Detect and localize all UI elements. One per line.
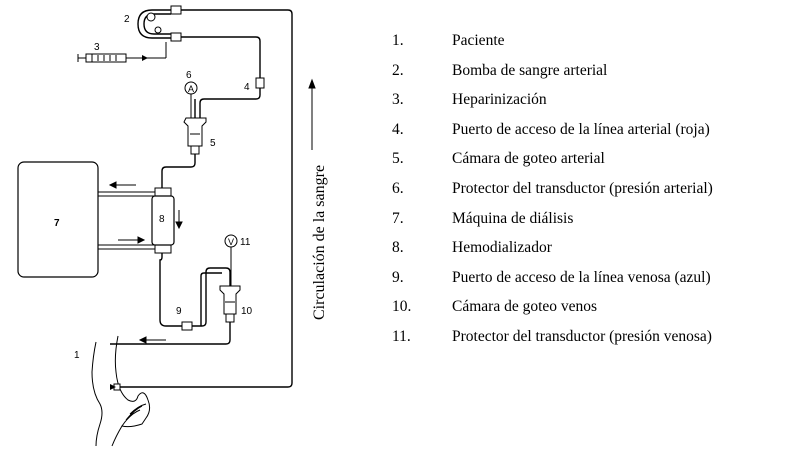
legend-label: Máquina de diálisis (452, 209, 574, 227)
legend-number: 3. (392, 91, 404, 109)
heparin-syringe (77, 42, 167, 63)
pump-outlet-connector (170, 5, 182, 15)
legend-number: 8. (392, 239, 404, 257)
legend-label: Hemodializador (452, 239, 552, 257)
venous-line (159, 253, 182, 327)
legend-label: Paciente (452, 32, 505, 49)
callout-9: 9 (176, 306, 182, 317)
legend-number: 1. (392, 32, 404, 49)
callout-2: 2 (124, 14, 130, 25)
legend-label: Protector del transductor (presión arter… (452, 179, 713, 197)
legend-label: Protector del transductor (presión venos… (452, 327, 712, 345)
arterial-symbol: A (188, 84, 194, 94)
legend-item: 3. Heparinización (392, 85, 713, 115)
legend-item: 2. Bomba de sangre arterial (392, 56, 713, 86)
callout-3: 3 (94, 42, 100, 53)
legend-item: 6. Protector del transductor (presión art… (392, 174, 713, 204)
legend-item: 9. Puerto de acceso de la línea venosa (a… (392, 263, 713, 293)
return-line (116, 9, 293, 388)
arterial-transducer-protector: A (184, 81, 198, 118)
legend-item: 1. Paciente (392, 26, 713, 56)
venous-transducer-protector: V (224, 234, 238, 286)
arrow-blood-down (175, 210, 183, 230)
legend-number: 11. (392, 327, 411, 345)
circulation-arrow (308, 78, 316, 150)
legend-number: 9. (392, 268, 404, 286)
legend-number: 4. (392, 120, 404, 138)
legend-item: 10. Cámara de goteo venos (392, 292, 713, 322)
venous-port (181, 321, 193, 331)
legend-number: 5. (392, 150, 404, 168)
arterial-pump (137, 9, 171, 39)
legend-list: 1. Paciente 2. Bomba de sangre arterial 3.… (392, 26, 713, 352)
callout-8: 8 (159, 214, 165, 225)
venous-drip-chamber (110, 285, 241, 345)
callout-11: 11 (240, 237, 251, 248)
legend-label: Heparinización (452, 91, 547, 109)
legend-label: Cámara de goteo arterial (452, 150, 605, 168)
arrow-dialysate-in (118, 236, 146, 244)
vertical-caption: Circulación de la sangre (311, 165, 328, 320)
legend-item: 7. Máquina de diálisis (392, 204, 713, 234)
arterial-drip-chamber (161, 117, 207, 189)
arrow-return-to-patient (138, 336, 166, 344)
legend-label: Cámara de goteo venos (452, 298, 598, 316)
hemodialyzer (151, 187, 175, 254)
legend-number: 2. (392, 61, 404, 79)
arterial-port (255, 77, 265, 89)
legend-label: Bomba de sangre arterial (452, 61, 608, 79)
legend-item: 4. Puerto de acceso de la línea arterial … (392, 115, 713, 145)
legend-label: Puerto de acceso de la línea venosa (azu… (452, 268, 711, 286)
arrow-dialysate-out (108, 181, 136, 189)
dialysis-machine (17, 161, 99, 278)
callout-7: 7 (54, 218, 60, 229)
arterial-line (181, 36, 261, 80)
legend-number: 7. (392, 209, 404, 227)
legend-label: Puerto de acceso de la línea arterial (r… (452, 120, 710, 138)
venous-symbol: V (228, 237, 234, 247)
patient-figure (91, 335, 151, 447)
legend-number: 10. (392, 298, 412, 316)
callout-6: 6 (186, 70, 192, 81)
callout-10: 10 (241, 306, 253, 317)
legend-item: 8. Hemodializador (392, 233, 713, 263)
pump-inlet-connector (170, 32, 182, 42)
legend-item: 11. Protector del transductor (presión ve… (392, 322, 713, 352)
callout-5: 5 (210, 138, 216, 149)
legend-item: 5. Cámara de goteo arterial (392, 144, 713, 174)
callout-1: 1 (74, 350, 80, 361)
callout-4: 4 (244, 82, 250, 93)
legend-number: 6. (392, 179, 404, 197)
